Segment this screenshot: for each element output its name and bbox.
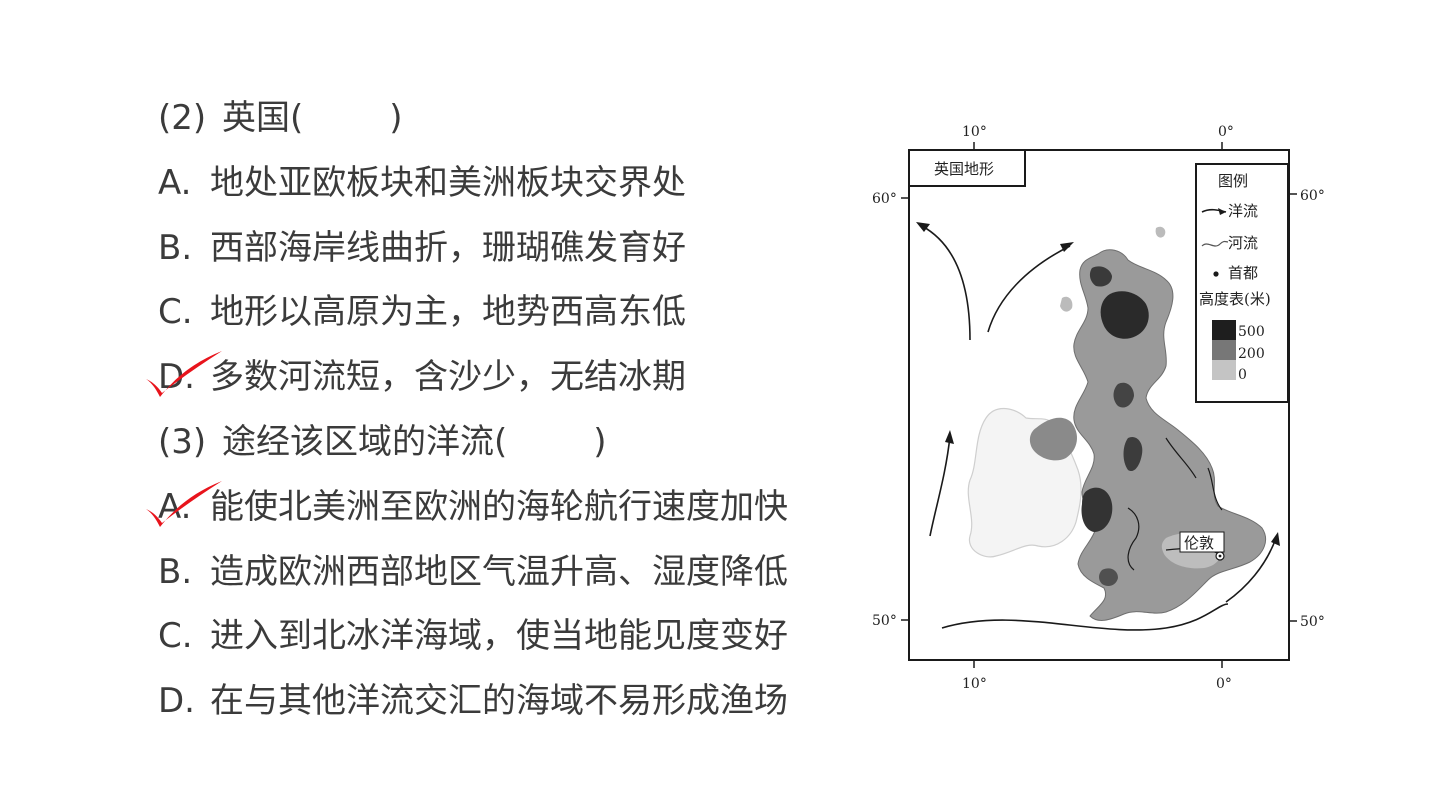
elevation-swatch-500 (1212, 320, 1236, 340)
option-text: 多数河流短，含沙少，无结冰期 (210, 357, 686, 398)
map-title: 英国地形 (934, 160, 994, 178)
option-letter: C. (158, 616, 193, 657)
option-2a: A. 地处亚欧板块和美洲板块交界处 (158, 151, 838, 216)
option-text: 进入到北冰洋海域，使当地能见度变好 (210, 616, 788, 657)
option-letter: B. (158, 551, 193, 592)
scottish-highlands (1100, 291, 1149, 339)
legend-elevation-title: 高度表(米) (1199, 290, 1271, 308)
ocean-current-arrows (921, 225, 1277, 631)
elevation-level-0: 0 (1238, 367, 1247, 383)
lat-label-right-top: 60° (1300, 188, 1325, 204)
uk-terrain-map: 10° 0° 10° 0° 60° 50° 60° 50° 英国地形 (866, 118, 1336, 698)
option-letter: A. (158, 486, 192, 527)
wales-mountains (1081, 487, 1113, 532)
elevation-swatch-200 (1212, 340, 1236, 360)
option-letter: D. (158, 357, 195, 398)
option-text: 地形以高原为主，地势西高东低 (210, 292, 686, 333)
northern-ireland-terrain (1029, 417, 1078, 461)
legend-current-label: 洋流 (1228, 202, 1258, 220)
question-text: 英国( (222, 98, 304, 138)
option-letter: A. (158, 162, 192, 203)
option-3a: A. 能使北美洲至欧洲的海轮航行速度加快 (146, 475, 838, 540)
option-letter: B. (158, 227, 193, 268)
option-3b: B. 造成欧洲西部地区气温升高、湿度降低 (158, 540, 838, 605)
lon-label-top-right: 0° (1218, 124, 1234, 140)
question-list: (2) 英国() A. 地处亚欧板块和美洲板块交界处 B. 西部海岸线曲折，珊瑚礁发育… (146, 86, 838, 734)
map-title-box (908, 149, 1026, 187)
option-text: 能使北美洲至欧洲的海轮航行速度加快 (210, 486, 788, 527)
river-line (1165, 437, 1197, 479)
elevation-level-200: 200 (1238, 346, 1265, 362)
question-2-stem: (2) 英国() (158, 86, 838, 151)
option-3d: D. 在与其他洋流交汇的海域不易形成渔场 (158, 669, 838, 734)
map-figure: 10° 0° 10° 0° 60° 50° 60° 50° 英国地形 (872, 124, 1325, 692)
question-number: (3) (158, 421, 207, 462)
legend-capital-label: 首都 (1228, 264, 1258, 282)
question-text: 途经该区域的洋流( (222, 421, 508, 462)
lon-label-bottom-right: 0° (1216, 676, 1232, 692)
capital-legend-icon (1213, 271, 1219, 277)
blank-close-paren: ) (593, 421, 607, 462)
option-text: 地处亚欧板块和美洲板块交界处 (210, 162, 686, 203)
legend-title: 图例 (1218, 172, 1248, 190)
lat-label-right-bottom: 50° (1300, 614, 1325, 630)
lon-label-bottom-left: 10° (962, 676, 987, 692)
blank-close-paren: ) (389, 98, 403, 138)
elevation-level-500: 500 (1238, 324, 1265, 340)
city-label-box (1179, 531, 1225, 553)
option-2c: C. 地形以高原为主，地势西高东低 (158, 280, 838, 345)
question-number: (2) (158, 98, 207, 138)
city-label: 伦敦 (1184, 534, 1214, 552)
option-text: 西部海岸线曲折，珊瑚礁发育好 (210, 227, 686, 268)
option-3c: C. 进入到北冰洋海域，使当地能见度变好 (158, 604, 838, 669)
question-3-stem: (3) 途经该区域的洋流() (158, 410, 838, 475)
map-legend: 图例 洋流 河流 首都 高度表(米) 500 200 0 (1195, 163, 1289, 403)
option-text: 在与其他洋流交汇的海域不易形成渔场 (210, 681, 788, 722)
legend-river-label: 河流 (1228, 234, 1258, 252)
option-2b: B. 西部海岸线曲折，珊瑚礁发育好 (158, 216, 838, 281)
lat-label-left-top: 60° (872, 191, 897, 207)
lat-label-left-bottom: 50° (872, 613, 897, 629)
great-britain-landmass (1073, 249, 1266, 621)
current-arrow-heads (916, 222, 1280, 546)
option-letter: C. (158, 292, 193, 333)
option-letter: D. (158, 681, 195, 722)
option-text: 造成欧洲西部地区气温升高、湿度降低 (210, 551, 788, 592)
option-2d: D. 多数河流短，含沙少，无结冰期 (146, 345, 838, 410)
lon-label-top-left: 10° (962, 124, 987, 140)
elevation-swatch-0 (1212, 360, 1236, 380)
river-legend-icon (1201, 240, 1229, 247)
